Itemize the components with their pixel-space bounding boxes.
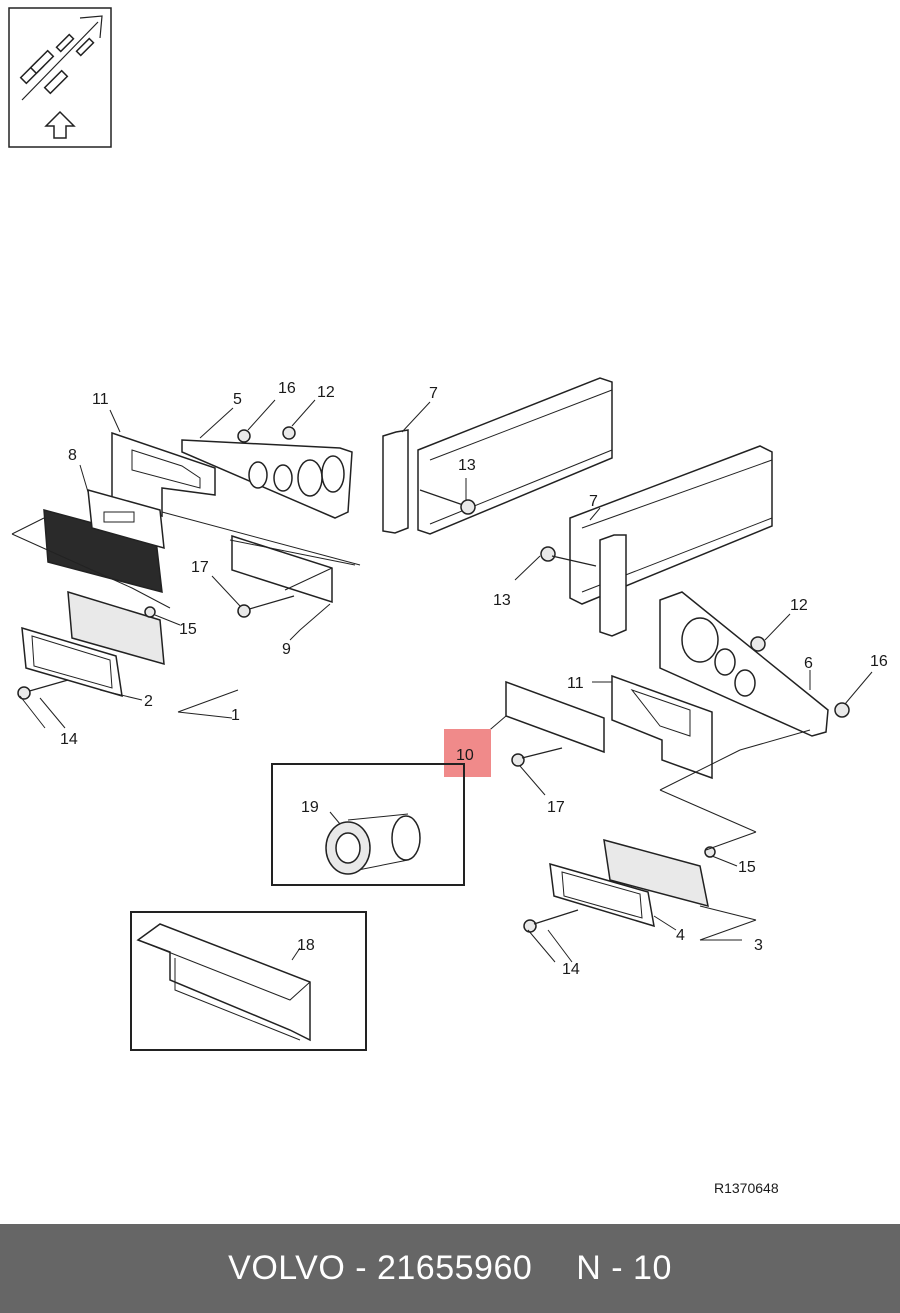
reference-code: R1370648 (714, 1180, 779, 1196)
left-lamp-housing (21, 590, 165, 698)
left-bolt-13 (419, 489, 476, 515)
left-nut-12 (282, 426, 296, 440)
left-frame-rail (382, 377, 613, 535)
callout-10: 10 (456, 747, 474, 764)
callout-13-right: 13 (493, 592, 511, 609)
left-washer-15 (144, 606, 156, 618)
right-screw-14 (523, 909, 579, 933)
callout-9: 9 (282, 641, 291, 658)
parts-diagram: 11 8 5 16 12 7 13 17 15 9 2 1 14 7 13 12… (8, 7, 888, 1196)
right-lamp-housing (549, 838, 709, 928)
right-reflector-plate (505, 680, 605, 754)
right-bracket-plate (611, 674, 713, 780)
callout-6: 6 (804, 655, 813, 672)
left-mounting-bracket (181, 439, 353, 519)
highlighted-callout-box (444, 729, 491, 777)
callout-15-left: 15 (179, 621, 197, 638)
callout-12-left: 12 (317, 384, 335, 401)
callout-5: 5 (233, 391, 242, 408)
callout-16-left: 16 (278, 380, 296, 397)
callout-15-right: 15 (738, 859, 756, 876)
footer-brand-part: VOLVO - 21655960 (228, 1249, 533, 1287)
footer-position: N - 10 (576, 1249, 672, 1287)
footer-bar: VOLVO - 21655960 N - 10 (0, 1224, 900, 1313)
callout-14-right: 14 (562, 961, 580, 978)
inset-box-sleeve (271, 763, 465, 886)
left-grille-panel (43, 488, 165, 594)
callout-11-right: 11 (567, 675, 584, 692)
left-nut-16 (237, 429, 251, 443)
callout-17-right: 17 (547, 799, 565, 816)
vehicle-orientation-icon (8, 7, 112, 148)
callout-1: 1 (231, 707, 240, 724)
callout-19: 19 (301, 799, 319, 816)
callout-12-right: 12 (790, 597, 808, 614)
callout-11-left: 11 (92, 391, 109, 408)
right-frame-rail (569, 445, 773, 637)
right-nut-16 (834, 702, 850, 718)
callout-14-left: 14 (60, 731, 78, 748)
callout-8: 8 (68, 447, 77, 464)
left-reflector-plate (231, 534, 333, 604)
callout-3: 3 (754, 937, 763, 954)
callout-18: 18 (297, 937, 315, 954)
right-screw-17 (511, 747, 563, 767)
right-mounting-bracket (659, 591, 829, 737)
callout-2: 2 (144, 693, 153, 710)
left-screw-14 (17, 679, 69, 700)
callout-16-right: 16 (870, 653, 888, 670)
up-arrow-icon (44, 110, 76, 139)
callout-13-left: 13 (458, 457, 476, 474)
callout-17-left: 17 (191, 559, 209, 576)
inset-box-cover (130, 911, 367, 1051)
callout-4: 4 (676, 927, 685, 944)
callout-7-right: 7 (589, 493, 598, 510)
right-nut-12 (750, 636, 766, 652)
right-bolt-13 (540, 546, 597, 567)
callout-7-left: 7 (429, 385, 438, 402)
left-screw-17 (237, 595, 295, 618)
